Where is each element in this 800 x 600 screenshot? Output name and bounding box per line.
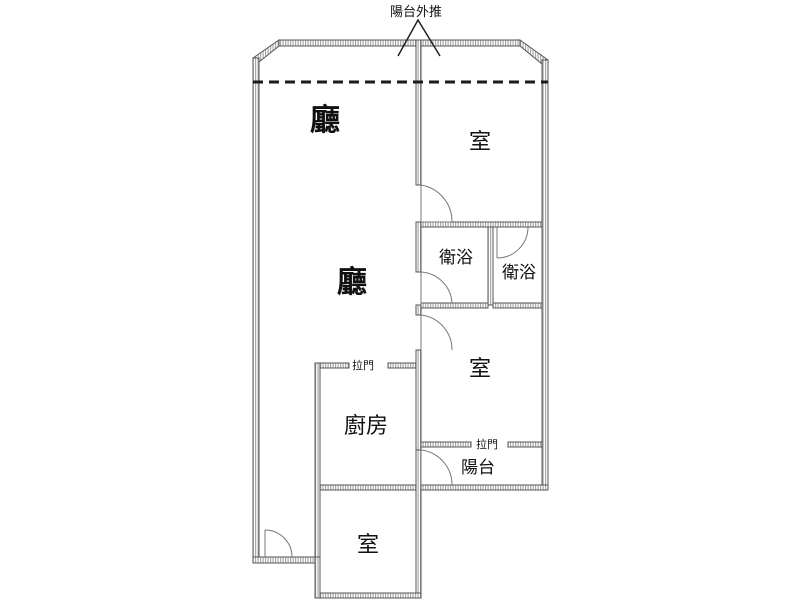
walls: [252, 39, 549, 599]
label-bath-left: 衛浴: [439, 248, 473, 268]
label-room-middle-right: 室: [469, 357, 492, 382]
label-sliding-door-kitchen: 拉門: [352, 359, 374, 372]
door-bottom-room: [264, 529, 293, 558]
wall-center-vertical-mid: [415, 221, 422, 273]
wall-bottom-room-right: [415, 449, 422, 599]
door-balcony: [420, 449, 453, 486]
wall-kitchen-left: [314, 362, 321, 564]
wall-right-outer: [541, 59, 549, 491]
doors: [264, 184, 529, 558]
label-living-room-lower: 廳: [337, 265, 367, 300]
wall-room-mid-bottom-b: [507, 441, 543, 448]
door-bath-right: [496, 226, 529, 259]
wall-bath-bottom-left: [420, 302, 489, 309]
wall-center-vertical-low: [415, 349, 422, 451]
wall-bath-bottom-right: [492, 302, 543, 309]
label-sliding-door-balcony: 拉門: [476, 438, 498, 451]
wall-bottom-room-bottom: [314, 592, 422, 599]
label-room-bottom: 室: [357, 533, 380, 558]
wall-room-mid-bottom-a: [420, 441, 472, 448]
wall-bottom-room-left: [314, 556, 321, 599]
wall-top-left: [278, 39, 417, 47]
wall-center-vertical-top: [415, 39, 422, 186]
label-bath-right: 衛浴: [502, 263, 536, 283]
label-balcony-extension: 陽台外推: [390, 5, 443, 20]
wall-balcony-bottom: [420, 484, 549, 491]
wall-kitchen-top-right: [387, 362, 417, 369]
wall-left-outer: [252, 57, 260, 564]
balcony-extension-arrow: [397, 18, 441, 57]
label-room-top-right: 室: [469, 130, 492, 155]
door-bath-left: [420, 271, 453, 305]
wall-bath-divider: [487, 226, 494, 306]
wall-center-vertical-mid2: [415, 304, 422, 316]
label-balcony: 陽台: [461, 458, 495, 478]
door-room-middle: [420, 314, 453, 351]
label-kitchen: 廚房: [344, 414, 389, 439]
wall-top-right: [419, 39, 521, 47]
door-top-room: [420, 184, 453, 223]
wall-kitchen-bottom: [319, 484, 417, 491]
wall-bottom-living: [252, 556, 320, 564]
label-living-room-upper: 廳: [310, 103, 340, 138]
wall-top-room-bottom: [420, 221, 543, 228]
